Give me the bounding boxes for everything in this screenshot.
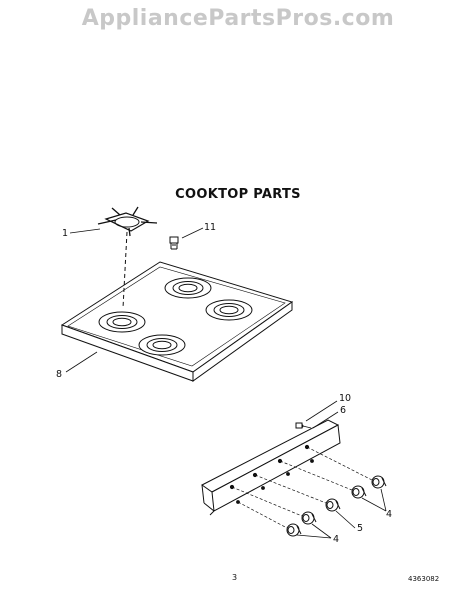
leader-lines-bottom	[296, 400, 387, 539]
callout-11: 11	[204, 222, 217, 233]
callout-8: 8	[56, 369, 63, 380]
alignment-lines	[231, 446, 373, 529]
callout-10: 10	[339, 393, 352, 404]
screw-part	[169, 236, 179, 250]
callout-4-right: 4	[386, 509, 393, 520]
callout-1: 1	[62, 228, 69, 239]
manifold-bracket	[201, 419, 341, 516]
burner-wells	[98, 277, 253, 356]
burner-well-front-right	[205, 299, 253, 321]
valve-spuds	[286, 475, 387, 537]
spud-5	[286, 523, 302, 537]
orifice-fitting	[295, 422, 312, 429]
spud-1	[371, 475, 387, 489]
burner-well-back-right	[164, 277, 212, 299]
watermark-logo: AppliancePartsPros.com	[81, 6, 395, 31]
callout-4-bottom: 4	[333, 534, 340, 545]
burner-grate	[97, 206, 158, 309]
callout-5: 5	[357, 523, 364, 534]
burner-well-back-left	[98, 311, 146, 333]
cooktop-main-top	[60, 261, 294, 382]
spud-4	[301, 511, 317, 525]
page-number: 3	[232, 573, 238, 582]
document-number: 4363082	[408, 575, 440, 583]
spud-3	[325, 498, 341, 512]
callout-6: 6	[340, 405, 347, 416]
leader-lines-top	[65, 227, 204, 373]
spud-2	[351, 485, 367, 499]
diagram-title: COOKTOP PARTS	[175, 187, 301, 202]
burner-well-front-left	[138, 334, 186, 356]
